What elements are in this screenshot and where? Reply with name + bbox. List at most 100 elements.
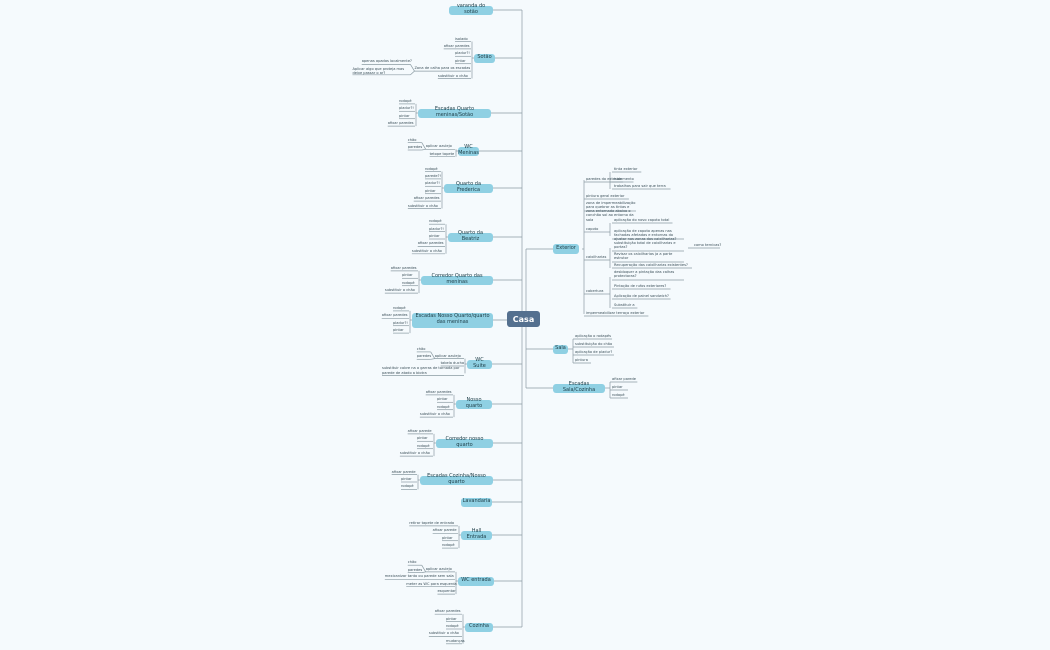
leaf-item: rodapé: [399, 98, 412, 103]
leaf-item: isolado: [455, 36, 468, 41]
branch-8[interactable]: Escadas Nosso Quarto/quarto das meninas: [412, 312, 493, 328]
leaf-item: pintar: [446, 616, 457, 621]
branch-12[interactable]: Escadas Cozinha/Nosso quarto: [420, 473, 493, 485]
connector-line: [421, 148, 426, 151]
leaf-item: meter as WC para esquerda: [406, 581, 457, 586]
connector-line: [410, 70, 415, 76]
leaf-item: afixar paredes: [425, 389, 452, 394]
exterior-group[interactable]: capoto: [586, 227, 599, 231]
leaf-item: Zona de calha para os escadas: [414, 66, 471, 71]
exterior-group[interactable]: paredes do exterior: [586, 177, 622, 181]
exterior-leaf: desbloquer a pintação das calhas protect…: [614, 270, 675, 279]
branch-10[interactable]: Nosso quarto: [456, 397, 492, 409]
leaf-item: substituir o chão: [407, 203, 438, 208]
branch-6[interactable]: Quarto da Beatriz: [448, 230, 493, 242]
leaf-item: afixar paredes: [381, 313, 408, 318]
leaf-item: parede?!: [425, 173, 441, 178]
leaf-item: pladur?!: [425, 181, 440, 186]
leaf-item: afixar paredes: [413, 196, 440, 201]
leaf-item: afixar parede: [612, 377, 636, 381]
connector-line: [410, 64, 415, 72]
leaf-item: substituir cobre na a garras de tornada …: [382, 366, 460, 375]
leaf-item: mexicanizar tanto ou parede sem sala: [384, 574, 454, 579]
exterior-leaf: tinta exterior: [614, 167, 638, 171]
leaf-item: substituir o chão: [437, 73, 468, 78]
right-branch-2[interactable]: Sala: [553, 344, 568, 354]
branch-3[interactable]: Escadas Quarto meninas/Sotão: [418, 106, 491, 118]
leaf-item: pintar: [612, 385, 623, 389]
leaf-item: substituir o chão: [419, 412, 450, 417]
leaf-item: aplicar azulejo: [434, 353, 461, 358]
leaf-item: rodapé: [425, 166, 438, 171]
leaf-item: rodapé: [417, 443, 430, 448]
sub-leaf-item: paredes: [407, 145, 423, 149]
leaf-item: rodapé: [442, 543, 455, 548]
leaf-item: pintar: [455, 58, 466, 63]
exterior-group[interactable]: cobertura: [586, 289, 604, 293]
branch-7[interactable]: Corredor Quarto das meninas: [421, 273, 493, 285]
leaf-item: rodapé: [429, 219, 442, 224]
leaf-item: pintar: [425, 188, 436, 193]
right-branch-3[interactable]: Escadas Sala/Cozinha: [553, 381, 605, 393]
leaf-item: pintar: [417, 436, 428, 441]
leaf-item: rodapé: [402, 280, 415, 285]
leaf-item: pintar: [437, 397, 448, 402]
exterior-leaf: Pintação de rufos exteriores?: [614, 284, 667, 288]
branch-4[interactable]: WC Meninas: [458, 144, 479, 156]
leaf-item: aplicar azulejo: [425, 144, 452, 149]
leaf-item: pintar: [399, 113, 410, 118]
leaf-item: pladur?!: [455, 51, 470, 56]
sub-leaf-item: paredes: [407, 567, 423, 572]
exterior-group[interactable]: zona de impermeabilização para quebrar a…: [586, 201, 636, 222]
branch-13[interactable]: Lavandaria: [461, 497, 492, 507]
branch-11[interactable]: Corredor nosso quarto: [436, 436, 493, 448]
leaf-item: afixar paredes: [390, 265, 417, 270]
exterior-leaf: aplicação do novo capoto total: [614, 218, 670, 222]
exterior-leaf: Substituir a: [614, 303, 635, 307]
branch-14[interactable]: Hall Entrada: [461, 528, 492, 540]
leaf-item: substituir o chão: [411, 248, 442, 253]
right-branch-1[interactable]: Exterior: [553, 244, 579, 254]
branch-5[interactable]: Quarto da Frederica: [444, 181, 493, 193]
branch-2[interactable]: Sotão: [474, 53, 495, 63]
sub-leaf-item: chão: [407, 137, 417, 142]
root-topic[interactable]: Casa: [507, 311, 540, 327]
branch-1[interactable]: varanda do sotão: [449, 3, 493, 15]
branch-9[interactable]: WC Suite: [467, 357, 492, 369]
leaf-item: pladur?!: [399, 106, 414, 111]
leaf-item: afixar parede: [407, 428, 432, 433]
leaf-item: substituir o chão: [399, 451, 430, 456]
leaf-item: aplicação o rodapés: [575, 334, 611, 338]
branch-15[interactable]: WC entrada: [458, 576, 494, 586]
exterior-group[interactable]: caixilharias: [586, 255, 607, 259]
exterior-group[interactable]: impermeabilizar terraço exterior: [586, 311, 645, 315]
leaf-item: pintar: [401, 477, 412, 481]
leaf-item: substituir o chão: [428, 631, 459, 636]
exterior-group[interactable]: pintura geral exterior: [586, 194, 625, 198]
sub-leaf-item: chão: [407, 560, 417, 565]
exterior-leaf: substituição total de caixilharias e por…: [614, 241, 676, 250]
leaf-item: pintura: [575, 358, 588, 362]
leaf-item: rodapé: [393, 305, 406, 310]
leaf-item: afixar paredes: [434, 609, 461, 614]
exterior-extra-leaf: como ternicas?: [694, 243, 722, 247]
leaf-item: pladur?!: [429, 226, 444, 231]
sub-leaf-item: paredes: [416, 354, 432, 359]
leaf-item: afixar paredes: [417, 241, 444, 246]
leaf-item: rodapé: [612, 393, 625, 397]
connector-line: [421, 571, 426, 573]
branch-16[interactable]: Cozinha: [465, 622, 493, 632]
exterior-leaf: aplicação de capoto apenas nas fachadas …: [614, 229, 677, 242]
sub-leaf-item: apenas apadas localmente?: [361, 59, 412, 64]
leaf-item: aplicação de pladur?: [575, 350, 613, 354]
leaf-item: afixar paredes: [443, 43, 470, 48]
connector-line: [421, 565, 427, 573]
leaf-item: aplicar azulejo: [425, 566, 452, 571]
leaf-item: substituição do chão: [575, 342, 613, 346]
leaf-item: rodapé: [401, 484, 414, 489]
exterior-leaf: Aplicação de painel sandwich?: [614, 294, 669, 298]
leaf-item: pintar: [402, 273, 413, 278]
leaf-item: tetope tapete: [429, 151, 455, 156]
leaf-item: rodapé: [446, 624, 459, 628]
